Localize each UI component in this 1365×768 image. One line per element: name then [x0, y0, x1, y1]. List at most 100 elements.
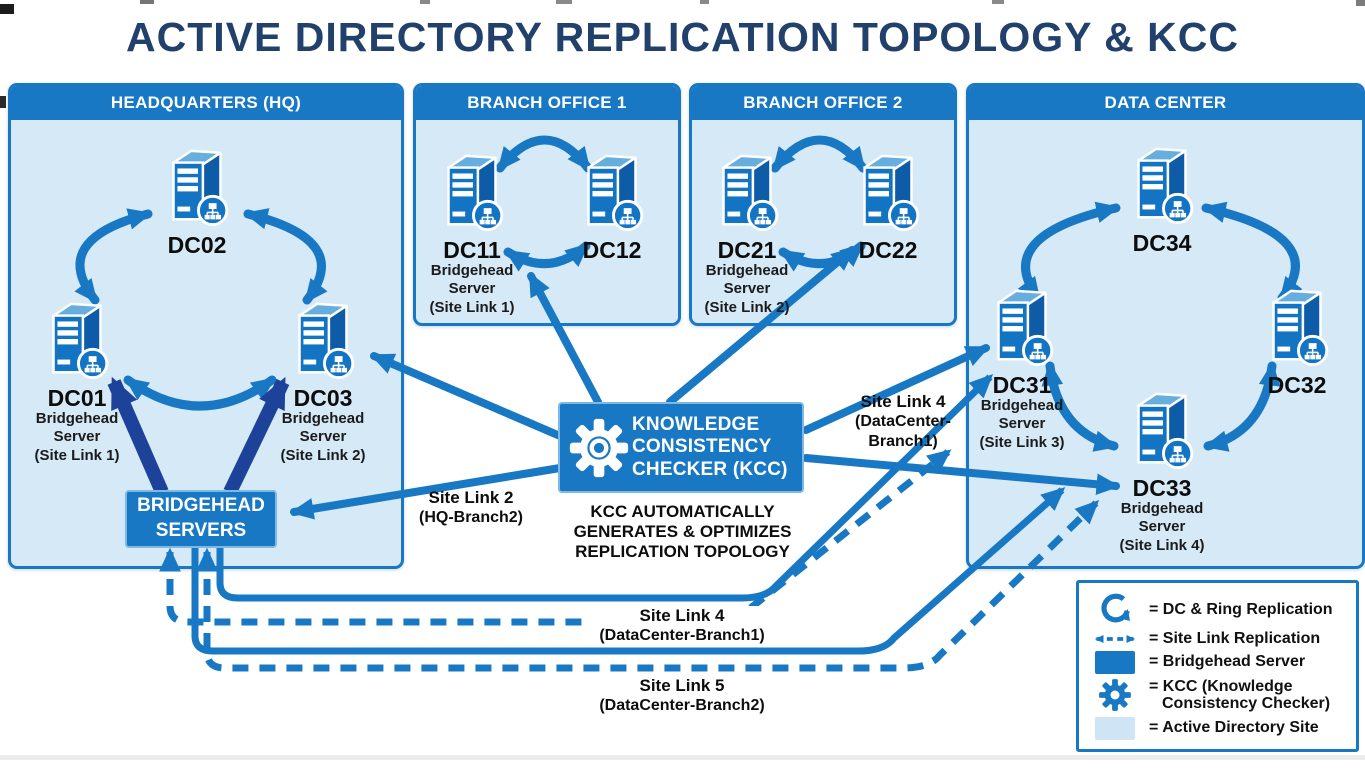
server-role: Server	[448, 280, 496, 298]
server-role: Server	[998, 415, 1046, 433]
site-link-detail: (DataCenter-Branch1)	[599, 627, 765, 645]
kcc-caption-line: REPLICATION TOPOLOGY	[575, 542, 790, 562]
kcc-box-title: KNOWLEDGE CONSISTENCY CHECKER (KCC)	[632, 414, 788, 481]
server-icon	[52, 302, 109, 380]
server-icon	[587, 154, 644, 232]
site-link-replication-icon	[1089, 632, 1141, 646]
legend-row-bridgehead-server: = Bridgehead Server	[1089, 650, 1346, 674]
legend-label: = Active Directory Site	[1149, 719, 1319, 737]
site-header-branch2: BRANCH OFFICE 2	[692, 86, 954, 120]
site-link-name: Site Link 5	[639, 676, 725, 695]
site-header-datacenter: DATA CENTER	[969, 86, 1362, 120]
legend: = DC & Ring Replication = Site Link Repl…	[1076, 580, 1359, 752]
legend-row-ring-replication: = DC & Ring Replication	[1089, 592, 1346, 626]
server-icon	[447, 154, 504, 232]
server-label: DC03	[293, 385, 353, 411]
site-link-detail: (DataCenter-	[854, 413, 951, 431]
kcc-gear-icon	[569, 418, 629, 477]
site-link-4-bottom-label: Site Link 4 (DataCenter-Branch1)	[588, 606, 776, 646]
kcc-box-line: CHECKER (KCC)	[632, 458, 788, 480]
server-icon	[1137, 392, 1194, 470]
server-icon	[1272, 289, 1329, 367]
server-dc22: DC22	[823, 150, 953, 262]
server-sitelink: (Site Link 2)	[704, 298, 790, 316]
server-label: DC22	[858, 237, 918, 263]
server-label: DC11	[443, 237, 501, 263]
server-dc01: DC01 Bridgehead Server (Site Link 1)	[12, 298, 142, 465]
server-icon	[1137, 147, 1194, 225]
server-dc03: DC03 Bridgehead Server (Site Link 2)	[258, 298, 388, 465]
site-link-detail: (DataCenter-Branch2)	[599, 697, 765, 715]
site-link-detail: (HQ-Branch2)	[418, 509, 523, 527]
kcc-box-line: KNOWLEDGE	[632, 414, 760, 436]
site-link-name: Site Link 2	[428, 488, 514, 507]
server-dc11: DC11 Bridgehead Server (Site Link 1)	[407, 150, 537, 317]
legend-row-kcc: = KCC (Knowledge Consistency Checker)	[1089, 677, 1346, 713]
server-dc31: DC31 Bridgehead Server (Site Link 3)	[957, 285, 1087, 452]
page-title: ACTIVE DIRECTORY REPLICATION TOPOLOGY & …	[126, 14, 1239, 60]
server-icon	[298, 302, 355, 380]
server-label: DC01	[47, 385, 107, 411]
kcc-caption-line: GENERATES & OPTIMIZES	[573, 522, 792, 542]
legend-label: = DC & Ring Replication	[1149, 600, 1333, 618]
site-link-5-label: Site Link 5 (DataCenter-Branch2)	[588, 676, 776, 716]
server-role: Bridgehead	[705, 262, 789, 280]
server-dc34: DC34	[1097, 143, 1227, 255]
server-sitelink: (Site Link 1)	[34, 446, 120, 464]
server-icon	[722, 154, 779, 232]
server-role: Bridgehead	[430, 262, 514, 280]
server-label: DC31	[992, 372, 1052, 398]
ring-replication-icon	[1089, 592, 1141, 626]
server-role: Server	[53, 428, 101, 446]
kcc-caption: KCC AUTOMATICALLY GENERATES & OPTIMIZES …	[560, 502, 805, 562]
server-icon	[997, 289, 1054, 367]
server-sitelink: (Site Link 2)	[280, 446, 366, 464]
server-dc33: DC33 Bridgehead Server (Site Link 4)	[1097, 388, 1227, 555]
site-header-branch1: BRANCH OFFICE 1	[416, 86, 678, 120]
server-label: DC32	[1267, 372, 1327, 398]
bridgehead-box-line: BRIDGEHEAD	[137, 495, 265, 517]
kcc-box-line: CONSISTENCY	[632, 436, 772, 458]
legend-label: = Site Link Replication	[1149, 629, 1321, 647]
bridgehead-servers-box: BRIDGEHEAD SERVERS	[125, 490, 277, 548]
legend-row-site-link-replication: = Site Link Replication	[1089, 630, 1346, 648]
legend-label: = Bridgehead Server	[1149, 653, 1306, 671]
server-label: DC21	[717, 237, 777, 263]
server-dc12: DC12	[547, 150, 677, 262]
kcc-box: KNOWLEDGE CONSISTENCY CHECKER (KCC)	[558, 402, 804, 493]
server-dc32: DC32	[1232, 285, 1362, 397]
site-link-2-label: Site Link 2 (HQ-Branch2)	[396, 488, 546, 528]
server-icon	[172, 149, 229, 227]
server-role: Bridgehead	[35, 410, 119, 428]
legend-label-line: Consistency Checker)	[1162, 695, 1331, 713]
server-role: Server	[299, 428, 347, 446]
server-role: Bridgehead	[1120, 500, 1204, 518]
bridgehead-box-line: SERVERS	[155, 520, 247, 541]
site-header-hq: HEADQUARTERS (HQ)	[11, 86, 401, 120]
ad-site-swatch	[1089, 716, 1141, 740]
site-link-detail: Branch1)	[868, 432, 938, 450]
legend-row-ad-site: = Active Directory Site	[1089, 716, 1346, 740]
server-icon	[863, 154, 920, 232]
server-label: DC34	[1132, 230, 1192, 256]
server-sitelink: (Site Link 1)	[429, 298, 515, 316]
legend-label-line: = KCC (Knowledge	[1149, 677, 1293, 695]
kcc-caption-line: KCC AUTOMATICALLY	[590, 502, 775, 521]
server-label: DC02	[167, 232, 227, 258]
server-dc21: DC21 Bridgehead Server (Site Link 2)	[682, 150, 812, 317]
site-link-4-right-label: Site Link 4 (DataCenter- Branch1)	[838, 392, 968, 451]
server-role: Server	[1138, 518, 1186, 536]
server-label: DC33	[1132, 475, 1192, 501]
server-dc02: DC02	[132, 145, 262, 257]
bridgehead-server-swatch	[1089, 650, 1141, 674]
site-link-name: Site Link 4	[860, 392, 946, 411]
legend-label: = KCC (Knowledge Consistency Checker)	[1149, 678, 1330, 713]
server-sitelink: (Site Link 3)	[979, 433, 1065, 451]
server-sitelink: (Site Link 4)	[1119, 536, 1205, 554]
server-role: Bridgehead	[980, 397, 1064, 415]
server-role: Server	[723, 280, 771, 298]
server-role: Bridgehead	[281, 410, 365, 428]
server-label: DC12	[582, 237, 642, 263]
kcc-legend-gear-icon	[1089, 677, 1141, 713]
